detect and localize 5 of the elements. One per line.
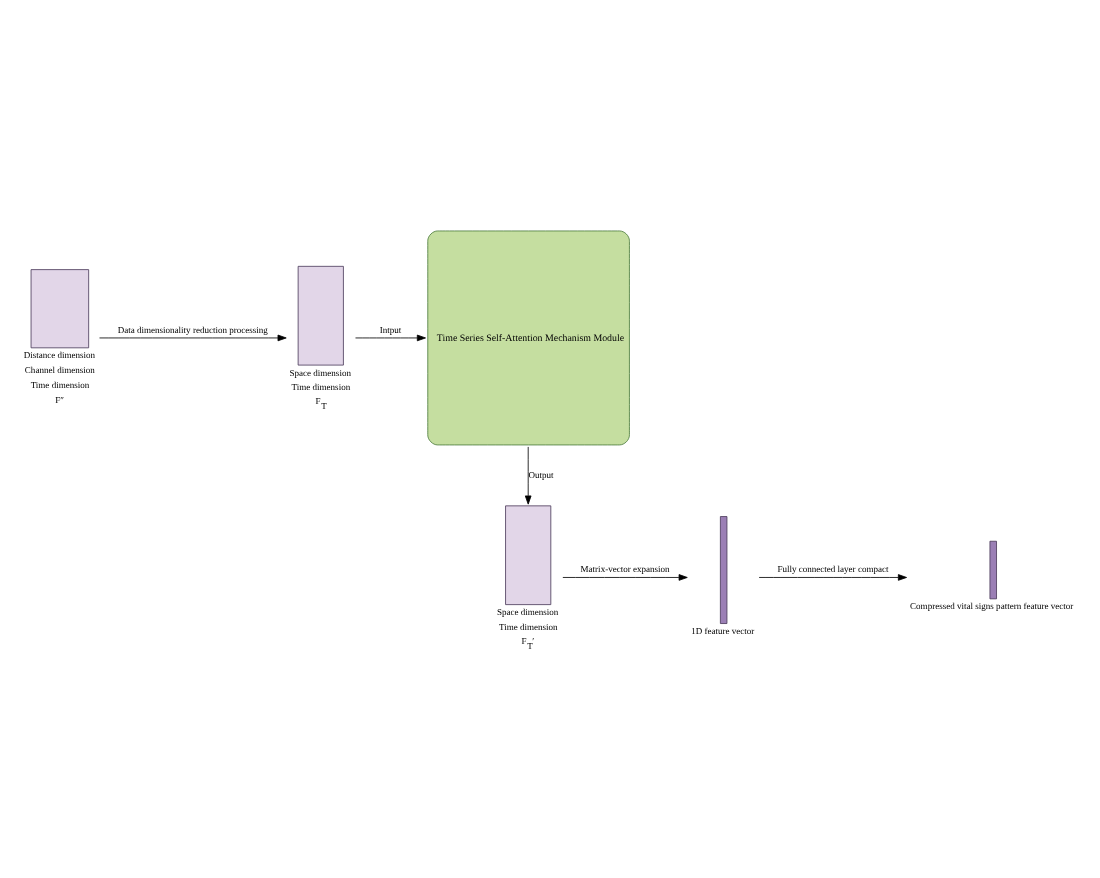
arrow [758, 573, 907, 580]
arrow [524, 445, 532, 504]
arrow [99, 333, 287, 341]
arrow [562, 573, 688, 580]
arrow [355, 333, 426, 341]
